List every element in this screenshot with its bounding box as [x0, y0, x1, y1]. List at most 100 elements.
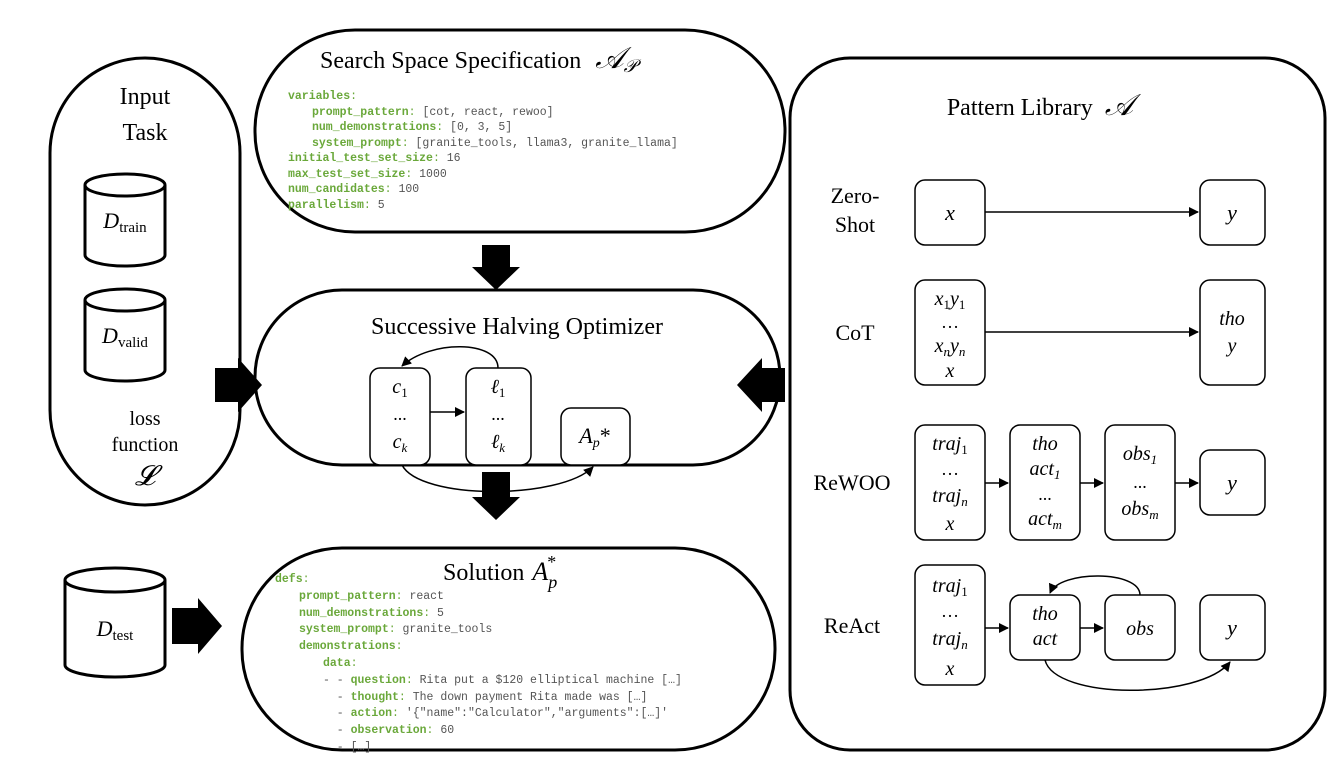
candidates-box [369, 367, 431, 466]
yaml-line: prompt_pattern: react [299, 589, 444, 603]
solution-panel [240, 546, 777, 752]
yaml-line: - thought: The down payment Rita made wa… [323, 690, 648, 704]
yaml-key: defs [275, 573, 303, 586]
svg-text:ReAct: ReAct [824, 613, 880, 638]
svg-text:obs1: obs1 [1123, 443, 1157, 467]
yaml-line: - […] [275, 740, 682, 757]
yaml-key: observation [350, 724, 427, 738]
svg-text:ℓk: ℓk [491, 431, 505, 455]
train-dataset-cylinder: Dtrain [83, 172, 167, 268]
yaml-line: max_test_set_size: 1000 [288, 167, 447, 181]
input-task-panel: Input Task Dtrain Dvalid loss function 𝓛 [48, 56, 242, 507]
yaml-line: num_demonstrations: 5 [299, 606, 444, 620]
yaml-line: prompt_pattern: [cot, react, rewoo] [312, 105, 554, 119]
svg-text:…: … [941, 459, 959, 479]
pattern-react: ReAct traj1 … trajn x tho act obs y [824, 564, 1266, 691]
pattern-rewoo: ReWOO traj1 … trajn x tho act1 ... actm … [814, 424, 1266, 541]
yaml-line: demonstrations: [299, 640, 403, 654]
svg-text:act1: act1 [1030, 458, 1061, 482]
yaml-line: parallelism: 5 [288, 198, 385, 212]
yaml-key: num_demonstrations [312, 121, 437, 134]
svg-text:…: … [941, 601, 959, 621]
svg-text:act: act [1033, 628, 1058, 650]
solution-yaml: defs: prompt_pattern: react num_demonstrat… [275, 572, 682, 757]
svg-text:x: x [945, 360, 955, 382]
yaml-line: data: [323, 656, 358, 670]
yaml-line: defs: [275, 573, 310, 586]
svg-text:x: x [945, 513, 955, 535]
yaml-value: granite_tools [402, 623, 493, 637]
svg-text:tho: tho [1032, 433, 1058, 455]
svg-text:actm: actm [1028, 508, 1062, 532]
svg-text:...: ... [1133, 472, 1147, 492]
yaml-list-marker: - [323, 740, 351, 754]
yaml-line: - observation: 60 [323, 724, 455, 738]
svg-text:xnyn: xnyn [934, 335, 966, 359]
svg-text:tho: tho [1032, 603, 1058, 625]
svg-text:ck: ck [393, 431, 408, 455]
yaml-key: prompt_pattern [299, 589, 396, 603]
svg-text:y: y [1226, 335, 1237, 357]
yaml-key: prompt_pattern [312, 105, 409, 119]
yaml-list-marker: - [323, 724, 351, 738]
svg-text:Shot: Shot [835, 212, 875, 237]
yaml-value: 1000 [419, 167, 447, 181]
yaml-key: action [350, 707, 393, 721]
svg-text:trajn: trajn [932, 485, 967, 509]
svg-text:5: 5 [186, 617, 195, 637]
yaml-list-marker: - [323, 690, 351, 704]
yaml-list-marker: - [323, 707, 351, 721]
svg-text:Successive Halving Optimizer: Successive Halving Optimizer [371, 314, 663, 340]
yaml-key: variables [288, 90, 351, 103]
svg-text:Zero-: Zero- [831, 183, 880, 208]
search-space-yaml: variables:prompt_pattern: [cot, react, r… [288, 89, 678, 213]
yaml-key: demonstrations [299, 640, 396, 654]
yaml-list-marker: - - [323, 673, 351, 687]
svg-text:Dvalid: Dvalid [101, 323, 148, 351]
yaml-key: max_test_set_size [288, 167, 406, 181]
yaml-value: [0, 3, 5] [450, 121, 513, 134]
search-space-panel [253, 28, 787, 234]
step-2-arrow: 2 [472, 245, 520, 290]
yaml-key: num_candidates [288, 183, 385, 196]
yaml-key: parallelism [288, 198, 364, 212]
svg-text:y: y [1225, 200, 1237, 225]
yaml-key: system_prompt [312, 136, 402, 150]
yaml-key: question [350, 673, 406, 687]
yaml-key: initial_test_set_size [288, 152, 433, 165]
best-pattern-box [560, 407, 631, 466]
yaml-value: 16 [446, 152, 461, 165]
yaml-line: initial_test_set_size: 16 [288, 152, 461, 165]
yaml-value: [cot, react, rewoo] [422, 105, 554, 119]
svg-text:x1y1: x1y1 [934, 288, 966, 312]
step-3-arrow: 3 [737, 358, 785, 412]
svg-text:traj1: traj1 [932, 433, 967, 457]
svg-text:obs: obs [1126, 618, 1154, 640]
svg-text:Dtrain: Dtrain [102, 208, 147, 236]
svg-text:traj1: traj1 [932, 575, 967, 599]
svg-text:tho: tho [1219, 308, 1245, 330]
svg-text:3: 3 [764, 377, 773, 397]
svg-text:x: x [944, 200, 955, 225]
valid-dataset-cylinder: Dvalid [83, 287, 167, 383]
yaml-key: num_demonstrations [299, 606, 424, 620]
test-dataset-cylinder: Dtest [63, 566, 167, 679]
yaml-value: 5 [437, 606, 444, 620]
svg-text:x: x [945, 658, 955, 680]
yaml-key: thought [350, 690, 399, 704]
yaml-line: system_prompt: [granite_tools, llama3, g… [312, 136, 678, 150]
svg-text:...: ... [491, 404, 505, 424]
svg-text:obsm: obsm [1121, 498, 1158, 522]
yaml-value: 5 [377, 198, 385, 212]
yaml-value: react [409, 589, 444, 603]
yaml-line: - action: '{"name":"Calculator","argumen… [323, 707, 669, 721]
yaml-value: The down payment Rita made was […] [412, 690, 648, 704]
yaml-value: [granite_tools, llama3, granite_llama] [415, 136, 678, 150]
svg-text:…: … [941, 312, 959, 332]
pattern-cot: CoT x1y1 … xnyn x tho y [835, 279, 1266, 386]
svg-text:ReWOO: ReWOO [814, 470, 891, 495]
svg-text:Dtest: Dtest [96, 616, 135, 644]
